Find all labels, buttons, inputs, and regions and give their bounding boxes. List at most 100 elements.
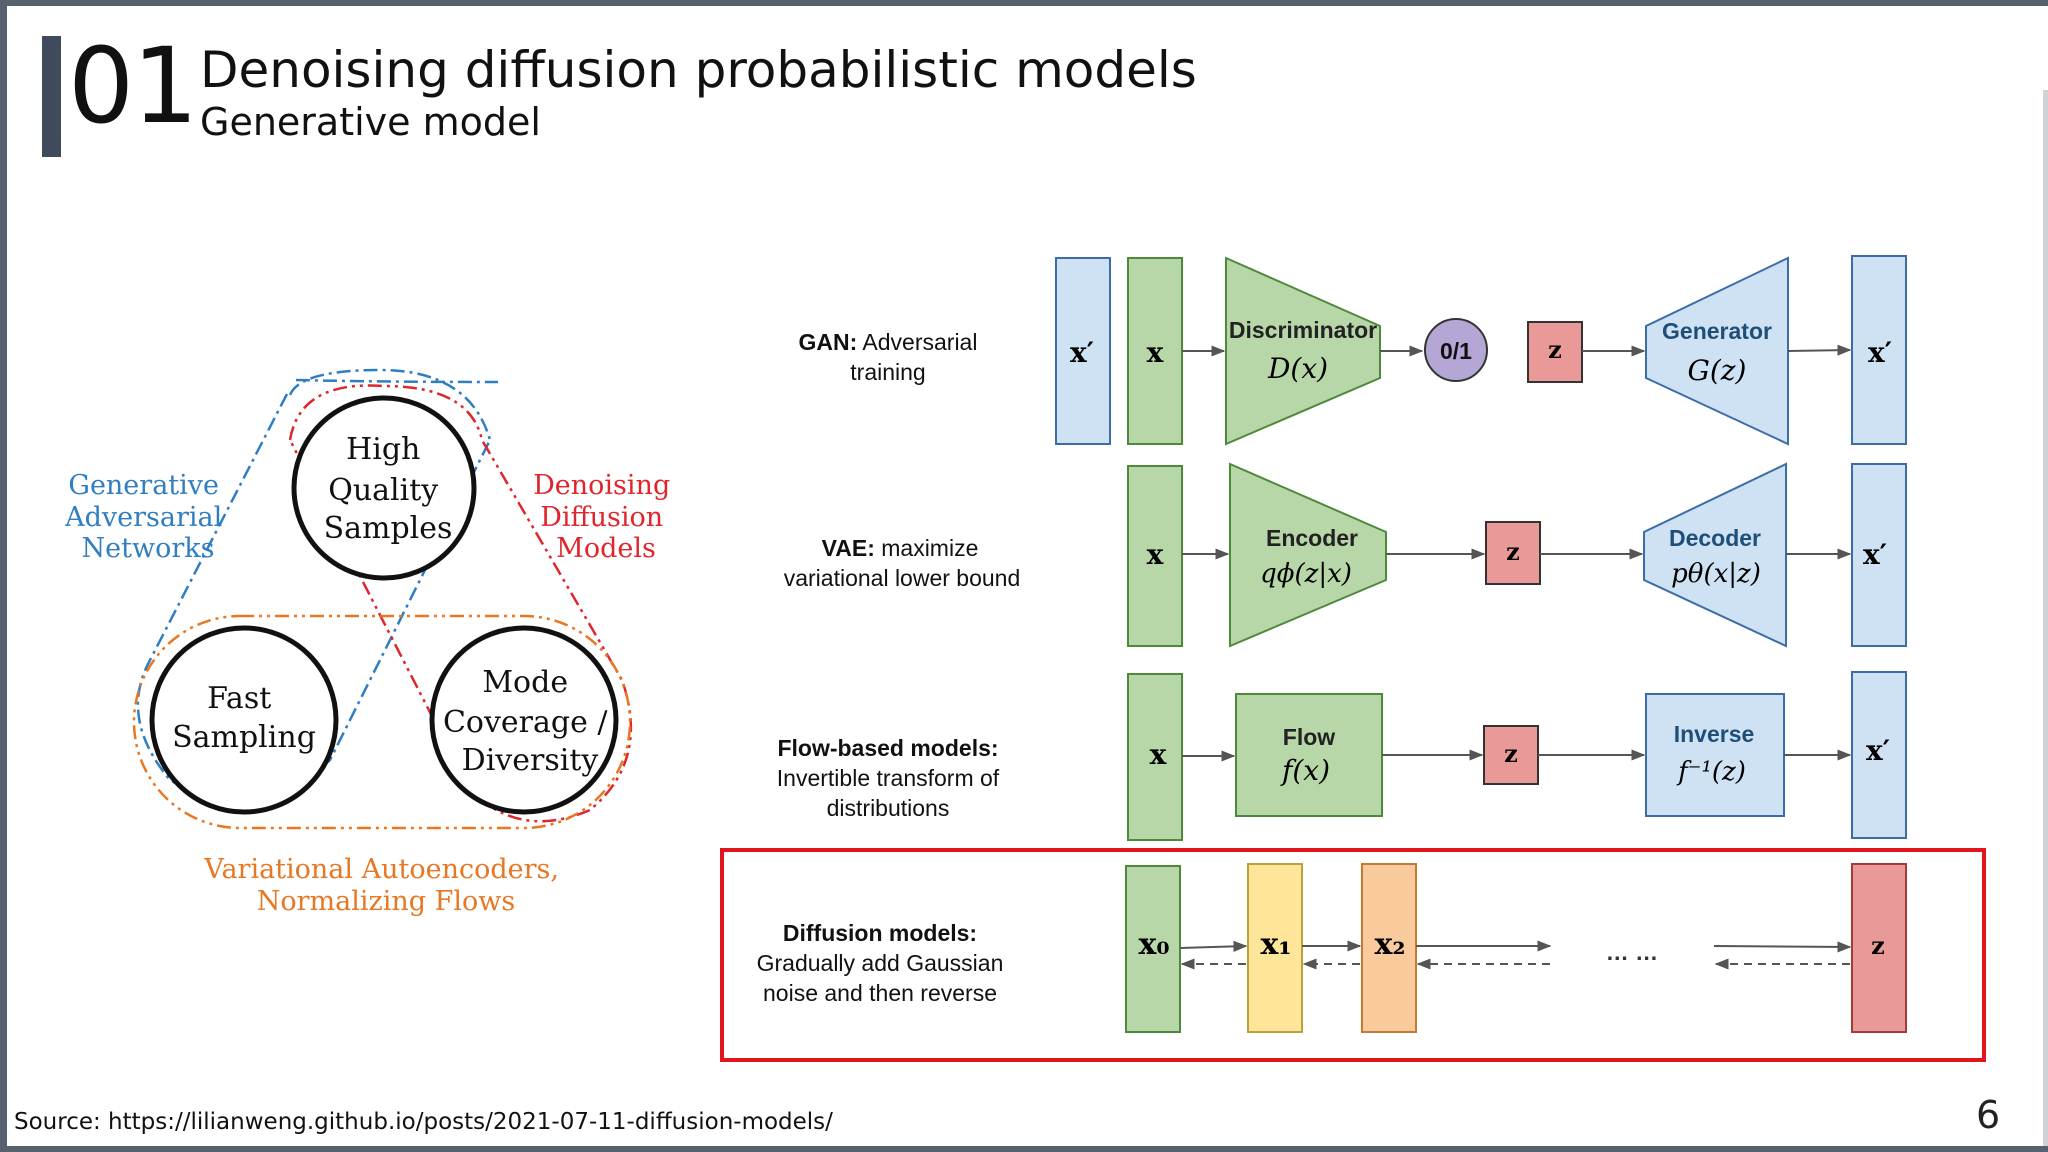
gan-output-circle — [1424, 318, 1488, 382]
svg-text:VAE: maximize: VAE: maximize — [822, 535, 979, 561]
svg-text:Mode Coverage / Di: Mode Coverage / Diversity — [443, 665, 617, 778]
diffusion-highlight-frame — [720, 848, 1986, 1062]
circle-right-line-3: Diversity — [462, 743, 599, 778]
circle-top-line-2: Quality — [328, 473, 438, 508]
diffusion-label-line-1: Diffusion models: — [783, 920, 977, 946]
flow-label-line-3: distributions — [827, 795, 950, 821]
gan-label-line-2: Adversarial — [64, 502, 222, 533]
discriminator-fn: D(x) — [1267, 352, 1328, 385]
slide-title: Denoising diffusion probabilistic models — [200, 41, 1197, 99]
gan-x-prime-input-box — [1055, 257, 1111, 445]
flow-x-prime-box — [1851, 671, 1907, 839]
svg-text:Denoising Diffusion: Denoising Diffusion Models — [533, 470, 679, 564]
vae-label-rest: maximize — [875, 535, 979, 561]
flow-label-line-2: Invertible transform of — [777, 765, 1000, 791]
gan-z-text: z — [1548, 335, 1562, 364]
title-accent-bar — [42, 36, 61, 157]
gan-label-bold: GAN: — [799, 329, 858, 355]
diffusion-label-line-2: Gradually add Gaussian — [757, 950, 1004, 976]
decoder-trapezoid — [1643, 462, 1787, 648]
discriminator-name: Discriminator — [1229, 317, 1377, 343]
gan-output-text: 0/1 — [1440, 338, 1472, 364]
flow-x-text: x — [1150, 738, 1167, 771]
generator-name: Generator — [1662, 318, 1772, 344]
svg-text:High Quality Sampl: High Quality Samples — [324, 432, 453, 546]
svg-text:GAN: Adversarial: GAN: Adversarial — [799, 329, 978, 355]
diffusion-x0-text: x₀ — [1138, 927, 1169, 962]
generator-fn: G(z) — [1688, 354, 1747, 387]
gan-z-box — [1527, 321, 1583, 383]
diffusion-label-line-1: Denoising — [533, 470, 670, 501]
gan-label-line-2: training — [850, 359, 925, 385]
inverse-name: Inverse — [1674, 721, 1755, 747]
decoder-fn: pθ(x|z) — [1671, 559, 1761, 589]
circle-left-line-1: Fast — [207, 681, 271, 716]
gan-label-rest: Adversarial — [857, 329, 977, 355]
inverse-fn: f⁻¹(z) — [1676, 757, 1746, 787]
flow-name: Flow — [1283, 724, 1335, 750]
flow-label-line-1: Flow-based models: — [777, 735, 998, 761]
flow-z-box — [1483, 725, 1539, 785]
discriminator-trapezoid — [1225, 256, 1381, 446]
source-citation: Source: https://lilianweng.github.io/pos… — [14, 1109, 833, 1135]
trilemma-diagram: High Quality Samples Fast Sampling Mode … — [64, 368, 679, 917]
circle-mode-coverage — [429, 625, 619, 815]
inverse-box — [1645, 693, 1785, 817]
slide-subtitle: Generative model — [200, 100, 541, 144]
diffusion-x1-box — [1247, 863, 1303, 1033]
flow-row: Flow-based models: Invertible transform … — [777, 671, 1907, 841]
gan-label-line-3: Networks — [82, 533, 215, 564]
flow-x-box — [1127, 673, 1183, 841]
section-number: 01 — [68, 25, 198, 147]
vae-label-line-2: variational lower bound — [784, 565, 1021, 591]
encoder-name: Encoder — [1266, 525, 1358, 551]
diffusion-label-line-2: Diffusion — [540, 502, 663, 533]
vae-boundary-loop — [132, 614, 632, 830]
decoder-name: Decoder — [1669, 525, 1761, 551]
vae-z-box — [1485, 521, 1541, 585]
vae-z-text: z — [1506, 537, 1520, 566]
diffusion-z-box — [1851, 863, 1907, 1033]
diffusion-label-line-3: noise and then reverse — [763, 980, 997, 1006]
vae-row: VAE: maximize variational lower bound x … — [784, 462, 1907, 648]
diffusion-label-line-3: Models — [556, 533, 656, 564]
slide-bottom-border — [0, 1146, 2048, 1152]
svg-text:Fast Sampling: Fast Sampling — [172, 681, 316, 755]
svg-text:Variational Autoencoders,: Variational Autoencoders, Normalizing Fl… — [203, 854, 567, 917]
circle-right-line-1: Mode — [482, 665, 568, 700]
flow-box — [1235, 693, 1383, 817]
flow-fn: f(x) — [1280, 754, 1330, 787]
encoder-fn: qϕ(z|x) — [1260, 559, 1352, 589]
slide-top-border — [0, 0, 2048, 6]
generator-trapezoid — [1645, 256, 1789, 446]
gan-x-box — [1127, 257, 1183, 445]
vae-label-line-2: Normalizing Flows — [257, 886, 515, 917]
diffusion-z-text: z — [1871, 931, 1885, 960]
diffusion-row: Diffusion models: Gradually add Gaussian… — [720, 848, 1986, 1062]
circle-top-line-3: Samples — [324, 511, 453, 546]
gan-label-line-1: Generative — [68, 470, 219, 501]
circle-high-quality — [291, 395, 477, 581]
encoder-trapezoid — [1229, 462, 1387, 648]
circle-top-line-1: High — [346, 432, 420, 467]
gan-x-prime-input-text: x′ — [1070, 336, 1094, 369]
vae-x-prime-box — [1851, 463, 1907, 647]
circle-fast-sampling — [149, 625, 339, 815]
vae-label-line-1: Variational Autoencoders, — [203, 854, 559, 885]
diffusion-x0-box — [1125, 865, 1181, 1033]
slide-right-border — [2043, 90, 2048, 1152]
vae-label-bold: VAE: — [822, 535, 875, 561]
svg-text:Generative Adversarial: Generative Adversarial Networks — [64, 470, 231, 564]
gan-x-prime-output-box — [1851, 255, 1907, 445]
circle-right-line-2: Coverage / — [443, 705, 608, 740]
diffusion-ellipsis: … … — [1606, 939, 1658, 965]
diffusion-x1-text: x₁ — [1260, 927, 1291, 962]
gan-x-prime-output-text: x′ — [1868, 336, 1892, 369]
diffusion-x2-text: x₂ — [1374, 927, 1405, 962]
diffusion-boundary-loop — [288, 384, 633, 823]
vae-x-box — [1127, 465, 1183, 647]
flow-x-prime-text: x′ — [1866, 734, 1890, 767]
gan-row: GAN: Adversarial training x′ x Discrimin… — [799, 255, 1907, 446]
vae-x-text: x — [1147, 538, 1164, 571]
